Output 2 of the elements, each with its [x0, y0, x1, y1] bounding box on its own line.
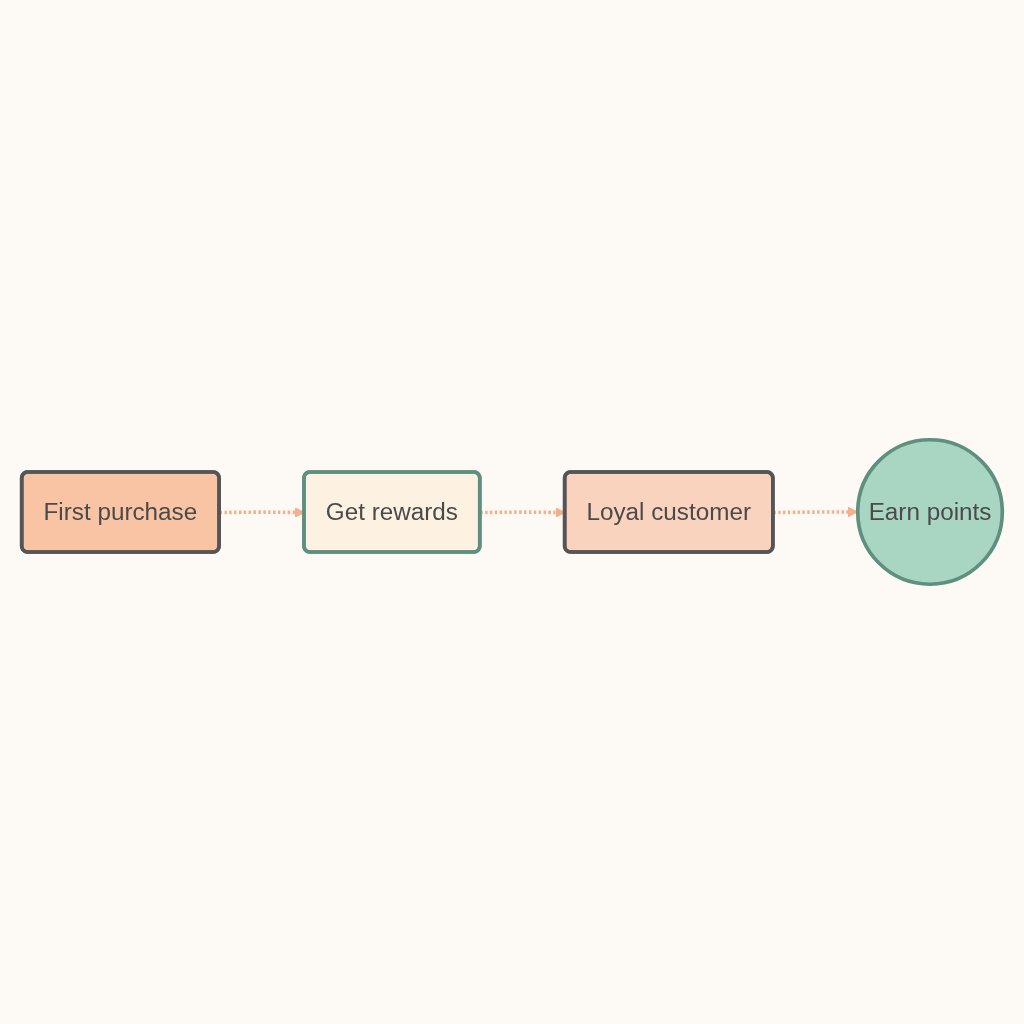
arrow — [480, 507, 566, 518]
node-circle: Earn points — [855, 437, 1005, 587]
